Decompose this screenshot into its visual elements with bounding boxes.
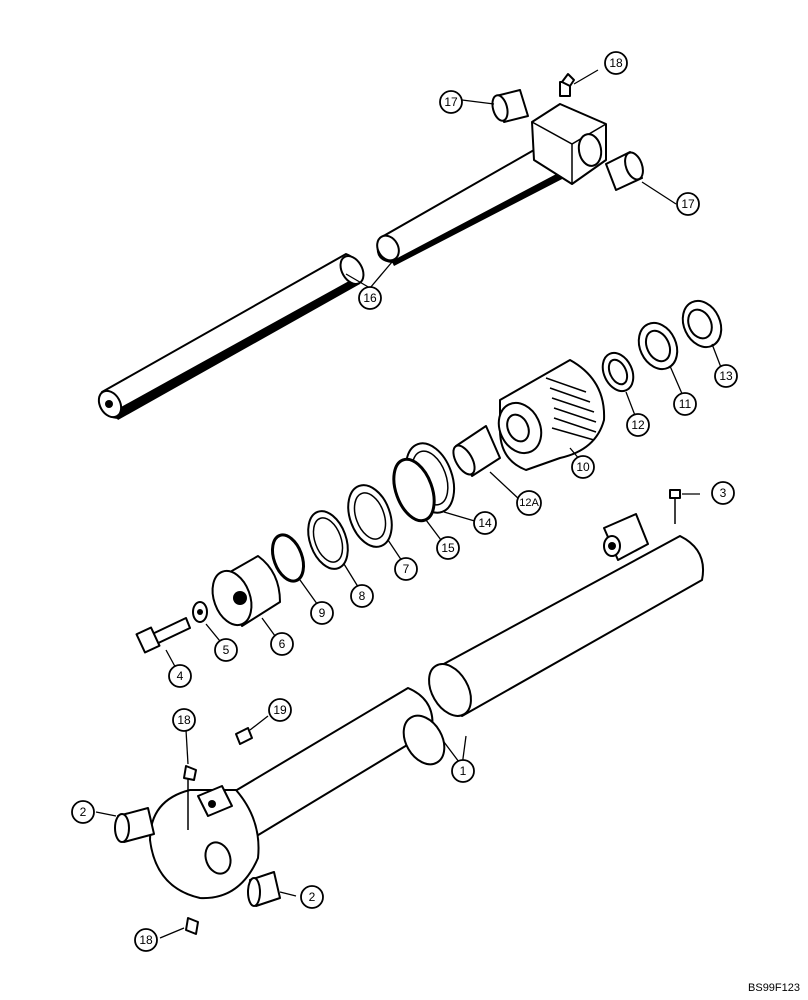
bolt-4 [135,617,191,654]
drawing-code: BS99F123 [748,982,800,994]
retainer-ring-13 [681,299,723,349]
svg-text:8: 8 [359,589,366,603]
washer-5 [192,601,208,623]
callout-17-right: 17 [676,192,700,216]
svg-text:18: 18 [177,713,191,727]
callout-10: 10 [571,455,595,479]
o-ring-15 [392,457,436,523]
svg-text:7: 7 [403,562,410,576]
callout-16: 16 [358,286,382,310]
wiper-seal-11 [637,321,679,371]
callout-9: 9 [310,601,334,625]
callout-2-right: 2 [300,885,324,909]
svg-text:3: 3 [720,486,727,500]
svg-text:17: 17 [681,197,695,211]
callout-17-left: 17 [439,90,463,114]
piston-seal-7 [347,484,393,548]
bushing-2-left [114,807,155,843]
svg-text:18: 18 [609,56,623,70]
svg-text:6: 6 [279,637,286,651]
bushing-lower [605,151,644,191]
svg-text:15: 15 [441,541,455,555]
callout-11: 11 [673,392,697,416]
svg-text:14: 14 [478,516,492,530]
callout-8: 8 [350,584,374,608]
callout-13: 13 [714,364,738,388]
callout-14: 14 [473,511,497,535]
svg-text:13: 13 [719,369,733,383]
svg-text:16: 16 [363,291,377,305]
svg-text:1: 1 [460,764,467,778]
gland-bushing-12a [452,425,501,477]
grease-fitting-top [559,73,575,97]
fitting-19 [235,727,253,745]
callout-3: 3 [711,481,735,505]
cylinder-barrel [149,513,704,900]
svg-text:18: 18 [139,933,153,947]
callout-5: 5 [214,638,238,662]
svg-text:11: 11 [679,397,692,411]
svg-text:17: 17 [444,95,458,109]
piston-6 [211,555,281,627]
bushing-upper [491,89,529,123]
callout-18-left: 18 [172,708,196,732]
callout-18-top: 18 [604,51,628,75]
rod-seal-12 [601,351,635,393]
callout-15: 15 [436,536,460,560]
grease-fitting-left [183,765,197,830]
svg-text:2: 2 [309,890,316,904]
callout-12a: 12A [516,490,542,516]
cylinder-gland [497,359,606,471]
callout-2-left: 2 [71,800,95,824]
callout-7: 7 [394,557,418,581]
svg-text:2: 2 [80,805,87,819]
bushing-2-right [247,871,281,907]
svg-text:5: 5 [223,643,230,657]
callout-6: 6 [270,632,294,656]
wear-ring-8 [307,510,349,570]
svg-text:10: 10 [576,460,590,474]
svg-text:12A: 12A [519,497,539,509]
callout-19: 19 [268,698,292,722]
screw-3 [669,489,681,524]
callout-1: 1 [451,759,475,783]
piston-rod [97,103,607,420]
grease-fitting-bottom [185,917,199,935]
svg-text:4: 4 [177,669,184,683]
svg-text:19: 19 [273,703,287,717]
callout-4: 4 [168,664,192,688]
callout-18-bottom: 18 [134,928,158,952]
svg-text:9: 9 [319,606,326,620]
svg-text:12: 12 [631,418,645,432]
callout-12: 12 [626,413,650,437]
o-ring-9 [270,533,306,583]
